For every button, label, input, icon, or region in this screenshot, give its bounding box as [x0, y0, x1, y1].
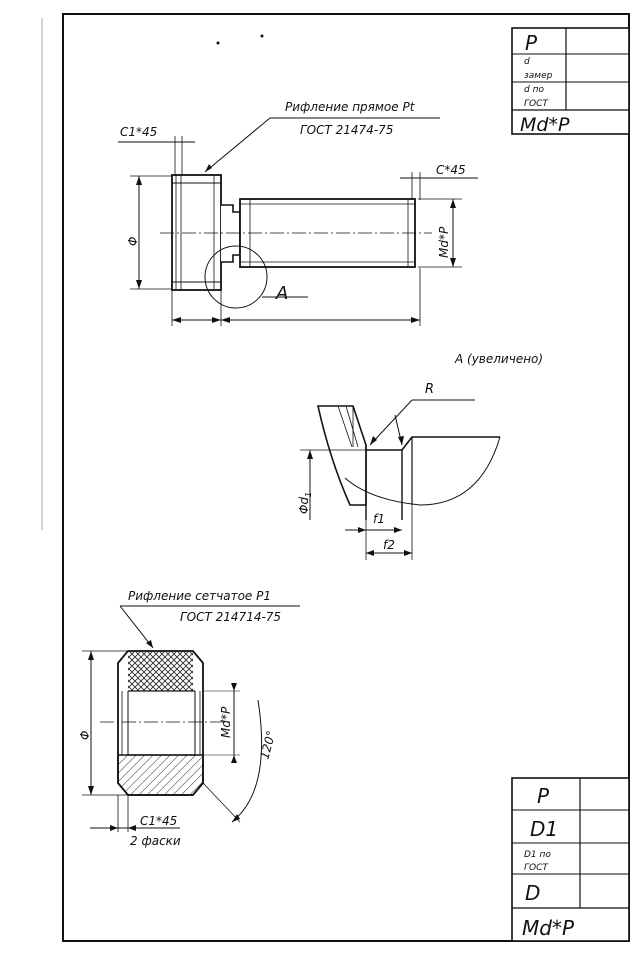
detail-title: A (увеличено) [454, 352, 543, 366]
top-table-row2-b: замер [524, 71, 553, 81]
top-table-row3-a: d по [524, 85, 544, 95]
bolt-knurl-note-2: ГОСТ 21474-75 [300, 123, 393, 137]
top-table-row1: P [525, 31, 538, 55]
bottom-table-row1: P [537, 784, 550, 808]
bolt-diameter-symbol: Φ [126, 237, 140, 246]
knurl-leader [204, 117, 271, 173]
drawing-frame [62, 13, 630, 942]
detail-f1-label: f1 [373, 512, 385, 526]
bolt-chamfer-right: C*45 [436, 163, 466, 177]
bottom-table-row3-b: ГОСТ [524, 863, 549, 873]
bolt-knurl-note-1: Рифление прямое Pt [285, 100, 416, 114]
nut-thread-label: Md*P [219, 706, 233, 738]
nut-chamfer-label: C1*45 [140, 814, 177, 828]
top-table-row2-a: d [524, 57, 530, 67]
nut-knurl-note-2: ГОСТ 214714-75 [180, 610, 281, 624]
detail-view: A (увеличено) R Φd1 f1 f2 [297, 352, 543, 560]
top-table-row4: Md*P [520, 114, 570, 136]
bottom-table-row3-a: D1 по [524, 850, 551, 860]
nut-view: Рифление сетчатое P1 ГОСТ 214714-75 Φ Md… [78, 589, 300, 848]
bolt-chamfer-left: C1*45 [120, 125, 157, 139]
bottom-table-row4: D [525, 881, 540, 905]
bottom-table-row5: Md*P [522, 916, 575, 940]
bolt-thread-label: Md*P [437, 226, 451, 258]
nut-chamfer-note: 2 фаски [130, 834, 181, 848]
nut-diameter-symbol: Φ [78, 731, 92, 740]
speck-mark [260, 34, 264, 38]
bottom-table-row2: D1 [530, 817, 558, 841]
detail-f2-label: f2 [383, 538, 395, 552]
nut-knurl-note-1: Рифление сетчатое P1 [128, 589, 271, 603]
detail-d1-label: Φd1 [297, 492, 313, 514]
top-parameter-table: P d замер d по ГОСТ Md*P [511, 27, 630, 136]
bolt-view: Рифление прямое Pt ГОСТ 21474-75 C1*45 C… [118, 100, 478, 326]
nut-angle-label: 120° [257, 729, 278, 761]
speck-mark [216, 41, 220, 45]
detail-radius-label: R [425, 382, 434, 397]
top-table-row3-b: ГОСТ [524, 99, 549, 109]
detail-ref-a: A [275, 283, 288, 304]
bottom-parameter-table: P D1 D1 по ГОСТ D Md*P [511, 777, 630, 942]
